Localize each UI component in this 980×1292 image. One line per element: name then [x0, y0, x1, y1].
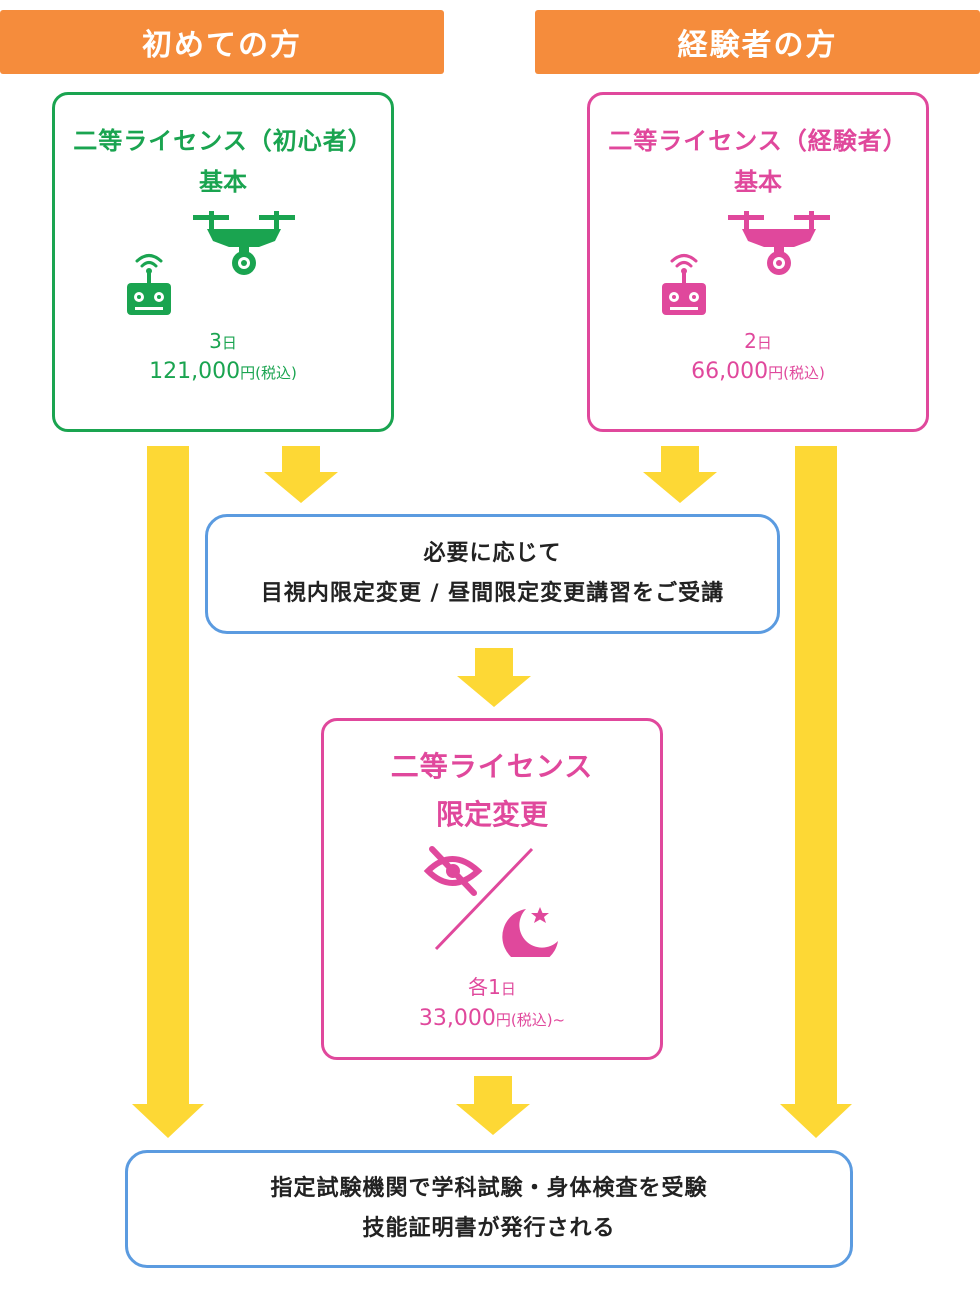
- header-experienced-label: 経験者の方: [677, 28, 838, 63]
- arrow-beginner-down: [264, 446, 338, 503]
- arrow-left-long: [132, 446, 204, 1138]
- drone-icon: [728, 211, 830, 275]
- card-beginner-duration-unit: 日: [221, 334, 237, 352]
- card-beginner-price-unit: 円(税込): [240, 364, 297, 382]
- info-exam: 指定試験機関で学科試験・身体検査を受験 技能証明書が発行される: [125, 1150, 853, 1268]
- card-experienced-duration-unit: 日: [756, 334, 772, 352]
- card-experienced-duration: 2日: [744, 329, 772, 353]
- remote-controller-icon: [662, 254, 706, 315]
- card-experienced-price: 66,000円(税込): [691, 359, 825, 384]
- info-optional-course-line2: 目視内限定変更 / 昼間限定変更講習をご受講: [260, 581, 725, 606]
- card-beginner-title: 二等ライセンス（初心者）: [73, 127, 373, 155]
- card-limitation-price: 33,000円(税込)~: [419, 1006, 565, 1031]
- moon-star-icon: [502, 907, 558, 957]
- header-beginner-label: 初めての方: [142, 28, 302, 63]
- card-limitation-title: 二等ライセンス: [390, 750, 594, 783]
- card-beginner-price: 121,000円(税込): [149, 359, 297, 384]
- header-experienced: 経験者の方: [535, 10, 980, 74]
- card-limitation[interactable]: 二等ライセンス 限定変更 各1日 33,000円(税込)~: [321, 718, 663, 1060]
- card-experienced-price-num: 66,000: [691, 359, 769, 384]
- info-exam-line2: 技能証明書が発行される: [362, 1216, 616, 1241]
- divider-slash: [434, 847, 534, 951]
- card-experienced-subtitle: 基本: [734, 168, 782, 196]
- card-experienced-price-unit: 円(税込): [768, 364, 825, 382]
- info-exam-line1: 指定試験機関で学科試験・身体検査を受験: [270, 1176, 708, 1201]
- drone-icon: [193, 211, 295, 275]
- card-experienced-duration-num: 2: [744, 329, 757, 353]
- eye-off-icon: [423, 846, 483, 896]
- card-beginner-duration: 3日: [209, 329, 237, 353]
- card-experienced-title: 二等ライセンス（経験者）: [608, 127, 908, 155]
- card-limitation-duration: 各1日: [468, 971, 516, 1000]
- arrow-middle-down: [457, 648, 531, 707]
- info-optional-course: 必要に応じて 目視内限定変更 / 昼間限定変更講習をご受講: [205, 514, 780, 634]
- card-beginner-price-num: 121,000: [149, 359, 241, 384]
- card-beginner[interactable]: 二等ライセンス（初心者） 基本: [52, 92, 394, 432]
- header-beginner: 初めての方: [0, 10, 444, 74]
- card-limitation-price-unit: 円(税込)~: [495, 1011, 566, 1029]
- info-optional-course-line1: 必要に応じて: [423, 541, 562, 566]
- arrow-bottom-center: [456, 1076, 530, 1135]
- card-beginner-duration-num: 3: [209, 329, 222, 353]
- card-experienced[interactable]: 二等ライセンス（経験者） 基本: [587, 92, 929, 432]
- arrow-experienced-down: [643, 446, 717, 503]
- card-limitation-subtitle: 限定変更: [435, 798, 548, 831]
- card-limitation-duration-num: 各1: [468, 975, 501, 999]
- card-limitation-price-num: 33,000: [418, 1006, 496, 1031]
- card-beginner-subtitle: 基本: [199, 168, 247, 196]
- card-limitation-duration-unit: 日: [500, 980, 516, 998]
- remote-controller-icon: [127, 254, 171, 315]
- limitation-icons: [423, 846, 558, 957]
- arrow-right-long: [780, 446, 852, 1138]
